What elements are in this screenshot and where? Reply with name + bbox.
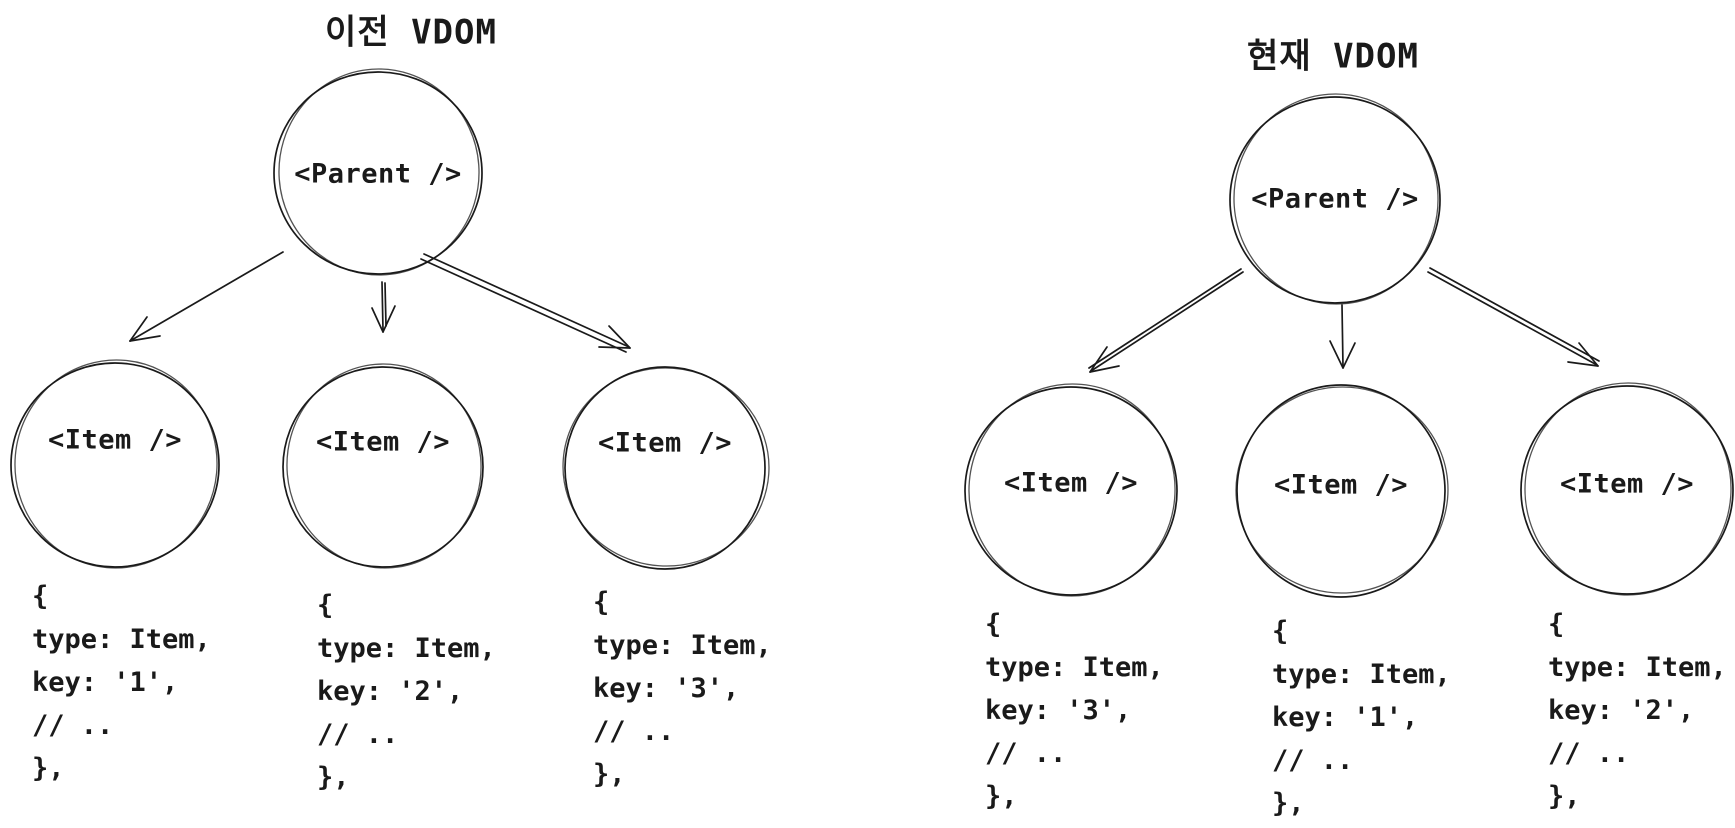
current-item-3-node-circle xyxy=(1520,382,1734,596)
current-item-2-node-circle xyxy=(1235,384,1449,598)
current-arrow-parent-to-item-1 xyxy=(1088,268,1244,373)
previous-item-2-code-snippet: { type: Item, key: '2', // .. }, xyxy=(317,590,496,793)
previous-item-2-node-label: <Item /> xyxy=(315,426,451,458)
current-vdom-title: 현재 VDOM xyxy=(1247,36,1419,77)
current-parent-node-circle xyxy=(1229,93,1441,305)
previous-arrow-parent-to-item-2 xyxy=(371,281,396,333)
previous-item-1-code-snippet: { type: Item, key: '1', // .. }, xyxy=(32,581,211,784)
previous-item-3-node-label: <Item /> xyxy=(597,427,733,459)
current-item-1-code-snippet: { type: Item, key: '3', // .. }, xyxy=(985,609,1164,812)
current-arrow-parent-to-item-3 xyxy=(1427,267,1600,367)
previous-arrow-parent-to-item-1 xyxy=(129,251,284,342)
previous-vdom-title: 이전 VDOM xyxy=(325,12,497,53)
previous-item-2-node-circle xyxy=(282,363,484,569)
previous-item-3-code-snippet: { type: Item, key: '3', // .. }, xyxy=(593,587,772,790)
current-item-1-node-circle xyxy=(964,383,1178,597)
current-parent-node-label: <Parent /> xyxy=(1251,183,1419,215)
previous-parent-node-circle xyxy=(273,68,483,276)
current-item-1-node-label: <Item /> xyxy=(1003,467,1139,499)
previous-item-1-node-circle xyxy=(10,359,220,569)
previous-arrow-parent-to-item-3 xyxy=(420,253,631,353)
current-item-2-code-snippet: { type: Item, key: '1', // .. }, xyxy=(1272,616,1451,819)
previous-parent-node-label: <Parent /> xyxy=(294,158,462,190)
current-item-3-code-snippet: { type: Item, key: '2', // .. }, xyxy=(1548,609,1727,812)
current-item-2-node-label: <Item /> xyxy=(1273,469,1409,501)
current-item-3-node-label: <Item /> xyxy=(1559,468,1695,500)
previous-item-3-node-circle xyxy=(562,366,770,570)
previous-item-1-node-label: <Item /> xyxy=(47,424,183,456)
current-arrow-parent-to-item-2 xyxy=(1329,304,1356,369)
